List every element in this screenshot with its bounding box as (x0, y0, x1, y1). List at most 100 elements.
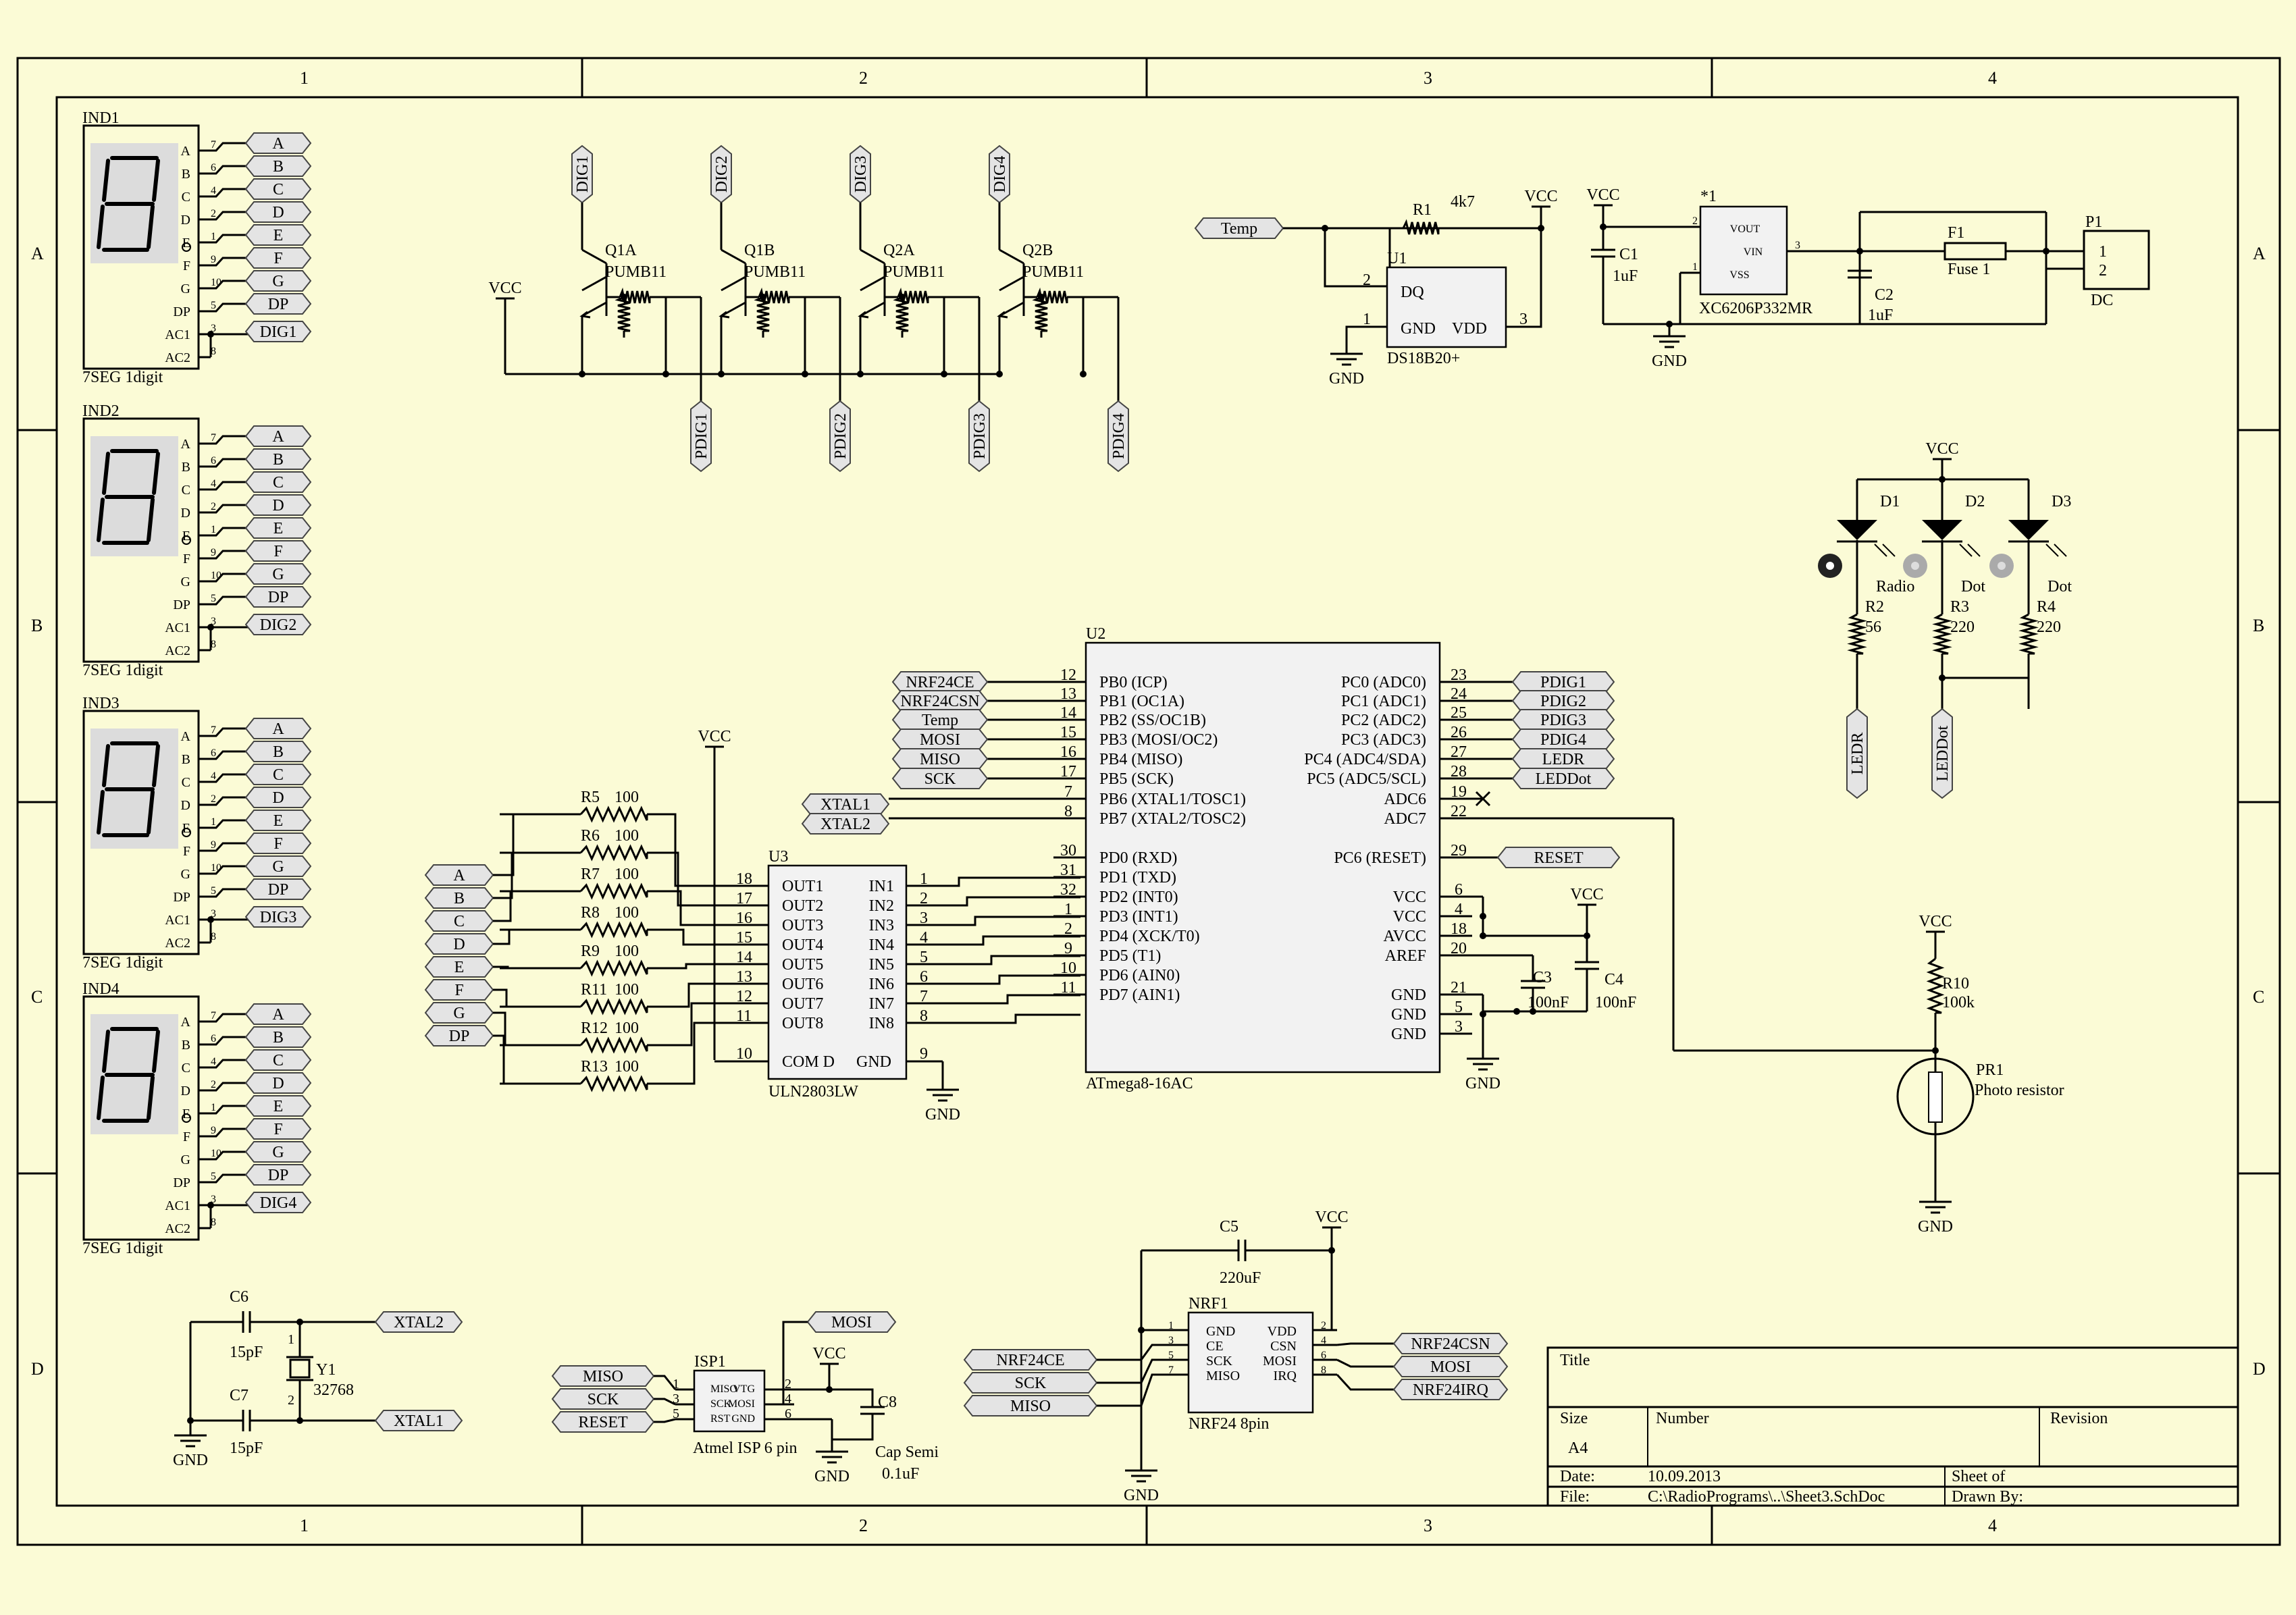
segment-net-port: F (273, 250, 282, 267)
driver-in-number: 7 (920, 988, 928, 1005)
gnd-label: GND (1918, 1218, 1953, 1236)
light-arrow-icon (2045, 544, 2067, 557)
mcu-pin-number: 5 (1455, 999, 1463, 1016)
nrf-pin-number: 8 (1321, 1365, 1326, 1376)
segment-pin-name: A (181, 729, 191, 744)
segment-net-port-shape (244, 718, 312, 739)
xtal-net-port-shape (374, 1311, 463, 1333)
mcu-pin-number: 2 (1064, 920, 1072, 938)
crystal-pin: 2 (288, 1393, 294, 1408)
resistor-ref: R11 (581, 981, 607, 999)
driver-in-pin: IN5 (869, 956, 894, 974)
segment-pin-number: 1 (211, 816, 216, 828)
driver-out-number: 13 (736, 968, 752, 986)
driver-net-port: E (454, 959, 465, 976)
led-diode (2008, 520, 2049, 540)
segment-pin-name: C (182, 775, 190, 790)
wire (211, 865, 249, 875)
dc-connector-body (2083, 230, 2150, 290)
wire (493, 1034, 505, 1085)
cap-value: 220uF (1220, 1269, 1261, 1287)
mcu-pin-number: 20 (1451, 940, 1467, 957)
driver-in-pin: IN8 (869, 1015, 894, 1032)
wire (211, 595, 249, 606)
driver-in-number: 1 (920, 870, 928, 888)
segment-pin-number: 6 (211, 747, 216, 759)
regulator-body (1699, 205, 1788, 296)
mcu-pin-number: 19 (1451, 783, 1467, 801)
mcu-ref: U2 (1086, 625, 1105, 643)
display-type: 7SEG 1digit (82, 954, 163, 972)
vcc-label: VCC (1919, 913, 1952, 930)
mcu-pin-name: PB5 (SCK) (1099, 770, 1174, 788)
digit-net-port: DIG3 (260, 909, 297, 926)
driver-net-port: D (453, 936, 465, 953)
mcu-pin-name: GND (1391, 1026, 1426, 1043)
row-label: D (2253, 1359, 2266, 1379)
dp-dot (182, 828, 191, 837)
segment (152, 452, 160, 495)
wire (1506, 228, 1542, 328)
segment (97, 1076, 105, 1120)
segment-pin-name: G (181, 1153, 190, 1167)
cap-ref: C5 (1220, 1218, 1238, 1236)
mcu-pin-number: 6 (1455, 881, 1463, 899)
mcu-net-port: PDIG2 (1540, 693, 1586, 710)
segment-pin-number: 5 (211, 593, 216, 604)
resistor-value: 100 (615, 789, 639, 806)
segment (152, 159, 160, 202)
resistor-symbol (1032, 296, 1048, 332)
segment-pin-number: 6 (211, 1033, 216, 1044)
segment-pin-name: D (181, 506, 190, 521)
wire (860, 248, 885, 265)
segment (152, 744, 160, 787)
segment-net-port: A (272, 1006, 284, 1024)
segment-net-port-shape (244, 1049, 312, 1071)
driver-out-number: 18 (736, 870, 752, 888)
segment-net-port-shape (244, 741, 312, 762)
mcu-pin-name: PC5 (ADC5/SCL) (1307, 770, 1426, 788)
regulator-pin-number: 2 (1692, 215, 1698, 227)
gnd-label: GND (1465, 1075, 1501, 1092)
mcu-pin-number: 21 (1451, 979, 1467, 997)
wire (860, 275, 885, 292)
segment-net-port-shape (244, 247, 312, 269)
wire (933, 994, 1080, 1005)
junction-dot (802, 371, 808, 377)
segment-pin-name: AC2 (165, 936, 190, 951)
driver-gnd-pin: GND (856, 1053, 891, 1071)
resistor-symbol (1932, 613, 1952, 655)
segment-pin-name: DP (173, 598, 190, 612)
wire (211, 773, 249, 783)
driver-in-number: 5 (920, 949, 928, 966)
wire (933, 955, 1080, 965)
segment-pin-number: 10 (211, 277, 221, 288)
fuse-body (1943, 242, 2007, 261)
resistor-ref: R7 (581, 866, 600, 883)
segment-pin-name: A (181, 144, 191, 159)
pdig-net-port-shape (690, 400, 712, 473)
wire (1336, 1373, 1394, 1391)
segment-net-port: F (273, 835, 282, 853)
connector-name: DC (2091, 292, 2113, 309)
segment-pin-number: 5 (211, 300, 216, 311)
segment-net-port: C (273, 474, 284, 492)
nrf-pin-number: 4 (1321, 1335, 1326, 1346)
wire (211, 1013, 249, 1023)
digit-net-port: DIG4 (260, 1194, 297, 1212)
wire (211, 1105, 249, 1115)
led-net-port: LEDDot (1934, 725, 1952, 781)
isp-pin-number: 1 (673, 1377, 679, 1392)
isp-pin-number: 3 (673, 1392, 679, 1406)
mcu-pin-name: PD4 (XCK/T0) (1099, 928, 1200, 945)
mcu-pin-number: 32 (1060, 881, 1076, 899)
driver-net-port: F (454, 982, 463, 999)
regulator-pin-name: VIN (1744, 246, 1763, 258)
mcu-pin-name: ADC6 (1384, 791, 1426, 808)
wire (211, 573, 249, 583)
title-block: Title Size A4 Number Revision Date: 10.0… (1546, 1346, 2239, 1507)
